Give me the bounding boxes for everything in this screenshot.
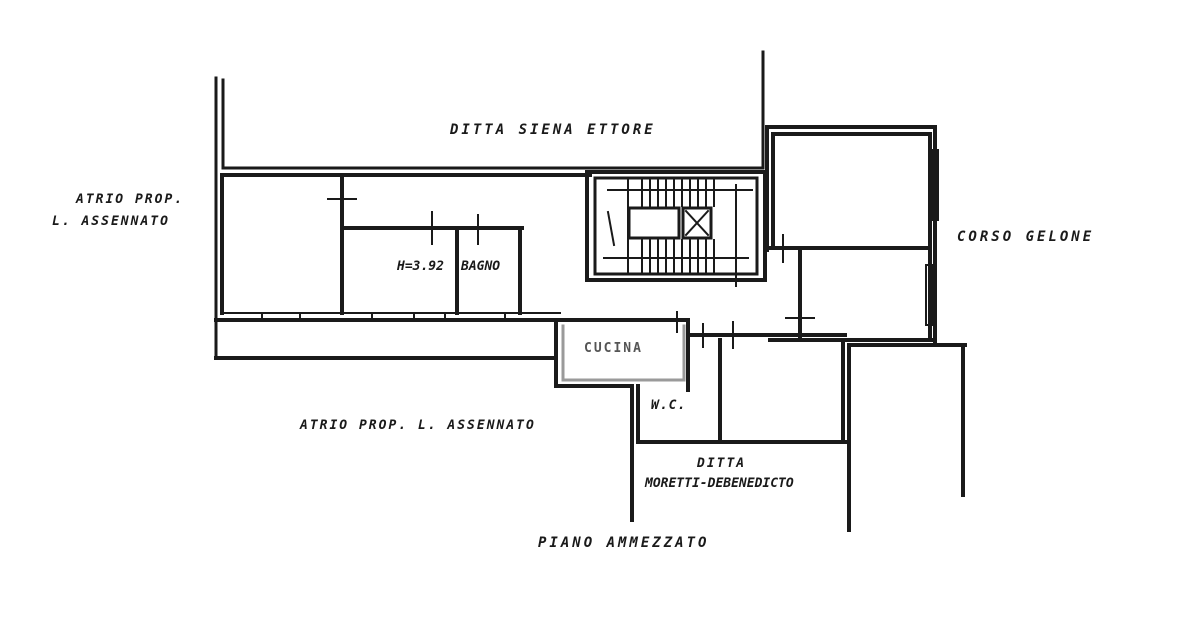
staircase-icon [585, 170, 767, 287]
window-strip [221, 312, 561, 321]
atrio-left-label-line1: ATRIO PROP. [76, 192, 185, 207]
right-rooms-walls [765, 125, 937, 347]
atrio-left-label-line2: L. ASSENNATO [52, 214, 170, 229]
bathroom-label: BAGNO [461, 259, 501, 274]
floor-title: PIANO AMMEZZATO [538, 535, 710, 551]
neighbor-top-label: DITTA SIENA ETTORE [450, 122, 656, 138]
neighbor-bottom-label-line1: DITTA [697, 456, 747, 471]
kitchen-faded-walls [561, 324, 686, 382]
window [931, 149, 939, 221]
wc-label: W.C. [651, 398, 687, 413]
wc-walls [630, 333, 967, 532]
height-note: H=3.92 [397, 259, 444, 274]
neighbor-bottom-label-line2: MORETTI-DEBENEDICTO [645, 476, 794, 491]
kitchen-walls [554, 318, 690, 392]
kitchen-label: CUCINA [584, 341, 643, 356]
atrio-bottom-label: ATRIO PROP. L. ASSENNATO [300, 418, 536, 433]
street-label: CORSO GELONE [957, 229, 1095, 245]
elevator-shaft-icon [681, 206, 713, 240]
window [925, 264, 933, 326]
neighbor-top-boundary [214, 50, 765, 360]
